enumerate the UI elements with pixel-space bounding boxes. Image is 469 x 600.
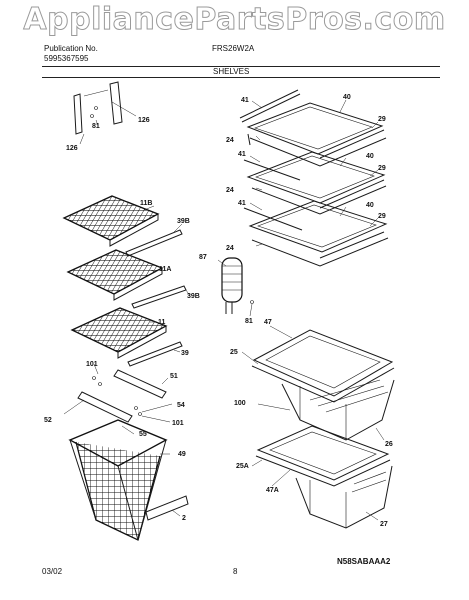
callout-126-left: 126 (66, 145, 78, 152)
publication-label: Publication No. (44, 44, 98, 53)
basket-front-2 (145, 495, 189, 521)
callout-55: 55 (139, 431, 147, 438)
shelf-frame-24-middle (251, 185, 387, 215)
callout-40-middle: 40 (366, 153, 374, 160)
glass-shelf-assembly-lower (243, 200, 389, 267)
callout-49: 49 (178, 451, 186, 458)
publication-number: 5995367595 (44, 54, 89, 63)
bracket-126-left (73, 93, 83, 135)
glass-shelf-40-upper (246, 102, 384, 155)
callout-39b-upper: 39B (177, 218, 190, 225)
callout-47: 47 (264, 319, 272, 326)
shelf-trim-39b-upper (125, 229, 183, 257)
footer-page: 8 (233, 567, 238, 576)
wire-shelf-11 (70, 307, 168, 359)
callout-40-upper: 40 (343, 94, 351, 101)
shelf-trim-29-middle (319, 179, 385, 209)
shelf-trim-41-upper (239, 89, 299, 119)
crisper-drawer-lower (255, 425, 393, 529)
screw-101-lower (138, 412, 142, 416)
callout-52: 52 (44, 417, 52, 424)
callout-11: 11 (158, 319, 166, 326)
callout-126-right: 126 (138, 117, 150, 124)
callout-29-lower: 29 (378, 213, 386, 220)
bracket-126-right (109, 81, 123, 125)
glass-shelf-assembly-upper (239, 89, 387, 167)
shelf-frame-24-lower (251, 237, 389, 267)
callout-26: 26 (385, 441, 393, 448)
callout-47a: 47A (266, 487, 279, 494)
screw-81 (94, 106, 98, 110)
callout-81-bracket: 81 (92, 123, 100, 130)
callout-41-upper: 41 (241, 97, 249, 104)
shelf-bracket (73, 81, 123, 135)
callout-11a: 11A (159, 266, 171, 273)
stop-54 (134, 406, 138, 410)
callout-11b: 11B (140, 200, 152, 207)
callout-39b-lower: 39B (187, 293, 200, 300)
callout-101-lower: 101 (172, 420, 184, 427)
callout-2: 2 (182, 515, 186, 522)
section-title: SHELVES (213, 67, 250, 76)
callout-41-middle: 41 (238, 151, 246, 158)
crisper-drawer-upper (251, 329, 395, 441)
crisper-cover-47 (252, 329, 394, 397)
callout-41-lower: 41 (238, 200, 246, 207)
callout-29-upper: 29 (378, 116, 386, 123)
shelf-frame-24-upper (249, 137, 387, 167)
callout-81-coil: 81 (245, 318, 253, 325)
shelf-trim-39 (127, 341, 183, 367)
wire-shelf-11b (62, 195, 160, 247)
shelf-trim-41-lower (243, 207, 303, 231)
glass-shelf-40-middle (246, 151, 386, 204)
shelf-trim-29-lower (319, 231, 385, 259)
drawing-code: N58SABAAA2 (337, 557, 391, 566)
callout-101-upper: 101 (86, 361, 98, 368)
callout-25a: 25A (236, 463, 249, 470)
watermark: AppliancePartsPros.com (23, 2, 446, 38)
shelf-trim-41-middle (243, 159, 301, 181)
callout-27: 27 (380, 521, 388, 528)
leader-lines (63, 99, 385, 521)
callout-100: 100 (234, 400, 246, 407)
callout-39: 39 (181, 350, 189, 357)
callout-24-upper: 24 (226, 137, 234, 144)
model-number: FRS26W2A (212, 44, 255, 53)
crisper-cover-47a (256, 425, 390, 481)
wire-basket (68, 419, 168, 541)
wire-shelf-11a (66, 249, 164, 301)
glass-shelf-assembly-middle (243, 151, 387, 215)
callout-87: 87 (199, 254, 207, 261)
footer-date: 03/02 (42, 567, 63, 576)
header-rule-top (42, 66, 440, 67)
callout-25: 25 (230, 349, 238, 356)
crisper-frame-25a (255, 455, 391, 487)
callout-29-middle: 29 (378, 165, 386, 172)
crisper-pan-26 (281, 379, 395, 441)
callout-40-lower: 40 (366, 202, 374, 209)
callout-24-lower: 24 (226, 245, 234, 252)
callout-54: 54 (177, 402, 185, 409)
callout-24-middle: 24 (226, 187, 234, 194)
shelf-trim-39b-lower (131, 285, 187, 309)
header-rule-bottom (42, 77, 440, 78)
shelf-trim-29-upper (319, 129, 385, 159)
screw-101-upper (92, 376, 96, 380)
callout-51: 51 (170, 373, 178, 380)
screw-81-coil (250, 300, 254, 304)
basket-slide-52 (77, 391, 133, 423)
basket-slide-51 (113, 369, 167, 399)
glass-shelf-40-lower (248, 200, 388, 253)
crisper-frame-25 (251, 365, 395, 403)
coil-87 (221, 257, 254, 314)
